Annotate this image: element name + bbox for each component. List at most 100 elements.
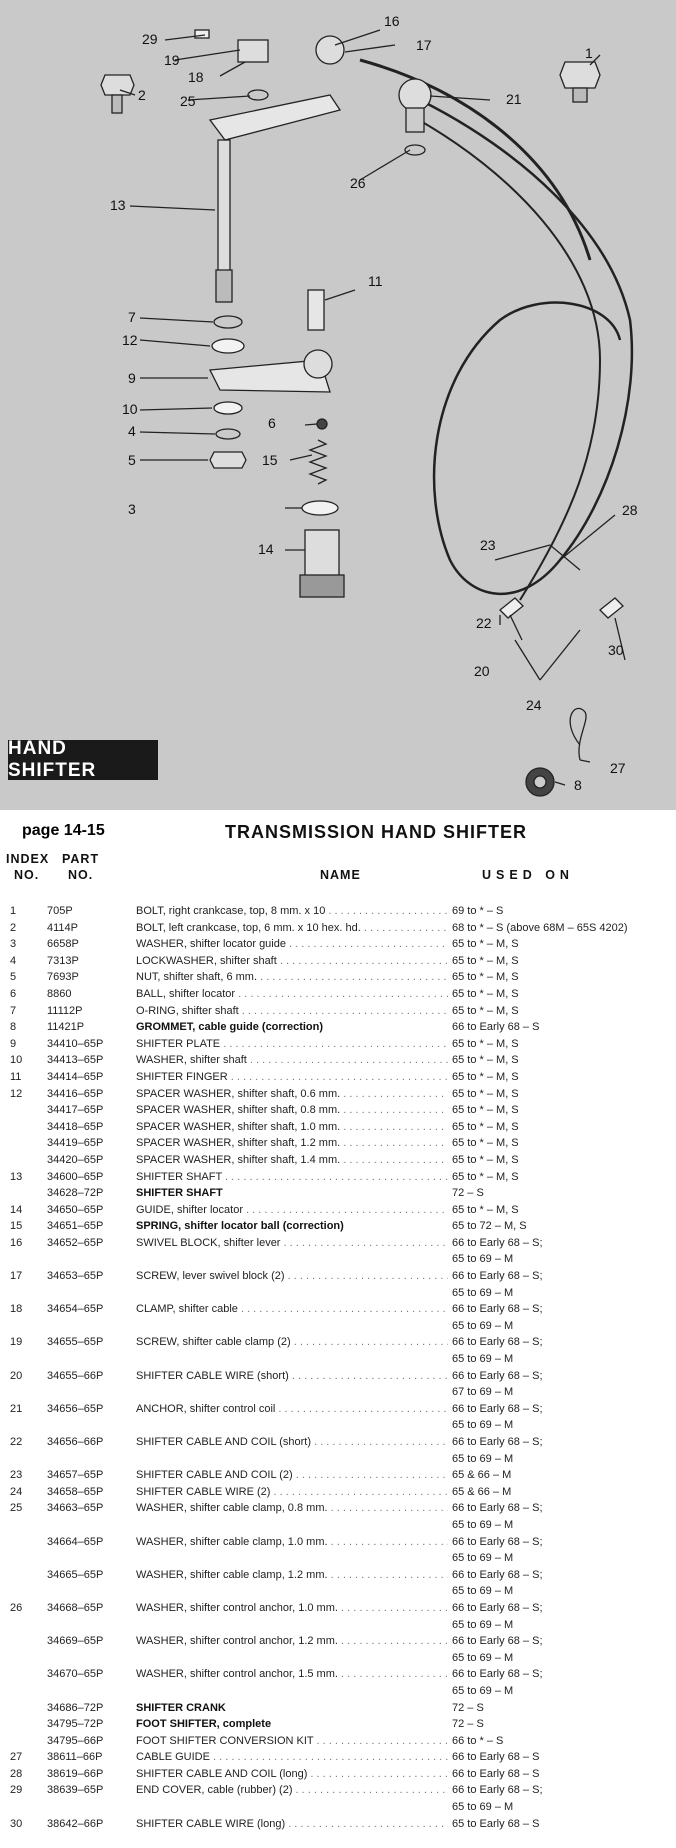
part-number-cell: 8860 <box>47 987 72 1000</box>
index-cell: 18 <box>10 1303 23 1316</box>
part-number-cell: 34665–65P <box>47 1568 104 1581</box>
table-row: 65 to 69 – M <box>0 1251 676 1268</box>
used-on-cell: 66 to Early 68 – S; <box>452 1436 543 1448</box>
index-cell: 25 <box>10 1502 23 1515</box>
header-part-no: NO. <box>68 868 94 882</box>
name-cell: GROMMET, cable guide (correction) <box>136 1021 324 1034</box>
callout-5: 5 <box>128 452 136 468</box>
part-number-cell: 34417–65P <box>47 1104 104 1117</box>
name-cell: BOLT, left crankcase, top, 6 mm. x 10 he… <box>136 922 448 934</box>
index-cell: 24 <box>10 1485 23 1498</box>
used-on-cell: 72 – S <box>452 1701 484 1714</box>
used-on-cell: 66 to Early 68 – S; <box>452 1601 543 1614</box>
name-cell: SPACER WASHER, shifter shaft, 1.4 mm. <box>136 1154 448 1166</box>
used-on-cell: 65 & 66 – M <box>452 1469 512 1482</box>
used-on-cell: 66 to Early 68 – S; <box>452 1502 543 1515</box>
callout-26: 26 <box>350 175 366 191</box>
name-cell: ANCHOR, shifter control coil <box>136 1403 448 1415</box>
index-cell: 28 <box>10 1767 23 1780</box>
document-title: TRANSMISSION HAND SHIFTER <box>225 822 528 842</box>
part-number-cell: 34600–65P <box>47 1170 104 1183</box>
part-number-cell: 34655–65P <box>47 1336 104 1349</box>
name-cell: SHIFTER CABLE WIRE (short) <box>136 1370 448 1382</box>
header-part: PART <box>62 852 100 866</box>
part-number-cell: 34420–65P <box>47 1153 104 1166</box>
callout-19: 19 <box>164 52 180 68</box>
part-number-cell: 34419–65P <box>47 1137 104 1150</box>
part-number-cell: 705P <box>47 905 73 917</box>
callout-7: 7 <box>128 309 136 325</box>
part-number-cell: 34413–65P <box>47 1054 104 1067</box>
part-number-cell: 34653–65P <box>47 1270 104 1283</box>
name-cell: SHIFTER SHAFT <box>136 1187 223 1200</box>
used-on-cell: 65 to 69 – M <box>452 1651 514 1664</box>
part-number-cell: 34670–65P <box>47 1668 104 1681</box>
table-row: 65 to 69 – M <box>0 1451 676 1468</box>
index-cell: 2 <box>10 921 17 934</box>
used-on-cell: 65 to * – M, S <box>452 971 519 984</box>
used-on-cell: 65 to * – M, S <box>452 1104 519 1117</box>
name-cell: FOOT SHIFTER CONVERSION KIT <box>136 1735 448 1747</box>
name-cell: BALL, shifter locator <box>136 988 448 1000</box>
used-on-cell: 65 to * – M, S <box>452 1004 519 1017</box>
callout-3: 3 <box>128 501 136 517</box>
name-cell: WASHER, shifter control anchor, 1.5 mm. <box>136 1668 448 1680</box>
index-cell: 14 <box>10 1203 23 1216</box>
name-cell: CABLE GUIDE <box>136 1751 448 1763</box>
used-on-cell: 65 to * – M, S <box>452 954 519 967</box>
table-row: 65 to 69 – M <box>0 1683 676 1700</box>
name-cell: SHIFTER SHAFT <box>136 1171 448 1183</box>
table-row: 65 to 69 – M <box>0 1650 676 1667</box>
part-number-cell: 34654–65P <box>47 1303 104 1316</box>
used-on-cell: 65 to * – M, S <box>452 938 519 951</box>
name-cell: WASHER, shifter control anchor, 1.2 mm. <box>136 1635 448 1647</box>
index-cell: 16 <box>10 1236 23 1249</box>
callout-9: 9 <box>128 370 136 386</box>
index-cell: 1 <box>10 905 17 917</box>
name-cell: SHIFTER CABLE AND COIL (2) <box>136 1469 448 1481</box>
part-number-cell: 34416–65P <box>47 1087 104 1100</box>
name-cell: END COVER, cable (rubber) (2) <box>136 1784 448 1796</box>
callout-23: 23 <box>480 537 496 553</box>
name-cell: NUT, shifter shaft, 6 mm. <box>136 971 448 983</box>
part-number-cell: 34663–65P <box>47 1502 104 1515</box>
name-cell: WASHER, shifter shaft <box>136 1054 448 1066</box>
index-cell: 3 <box>10 938 17 951</box>
used-on-cell: 66 to Early 68 – S <box>452 1021 540 1034</box>
part-number-cell: 11112P <box>47 1004 83 1017</box>
header-index: INDEX <box>6 852 50 866</box>
part-number-cell: 34656–65P <box>47 1402 104 1415</box>
part-number-cell: 11421P <box>47 1021 85 1034</box>
name-cell: SPRING, shifter locator ball (correction… <box>136 1220 344 1233</box>
table-row: 65 to 69 – M <box>0 1517 676 1534</box>
header-used-on: USED ON <box>482 868 574 882</box>
part-number-cell: 6658P <box>47 938 79 951</box>
used-on-cell: 65 to 69 – M <box>452 1286 514 1299</box>
index-cell: 27 <box>10 1751 23 1764</box>
callout-16: 16 <box>384 13 400 29</box>
used-on-cell: 65 to * – M, S <box>452 1054 519 1067</box>
table-row: 67 to 69 – M <box>0 1384 676 1401</box>
name-cell: SPACER WASHER, shifter shaft, 0.6 mm. <box>136 1088 448 1100</box>
name-cell: SPACER WASHER, shifter shaft, 1.2 mm. <box>136 1137 448 1149</box>
used-on-cell: 65 to 69 – M <box>452 1618 514 1631</box>
used-on-cell: 65 to 69 – M <box>452 1419 514 1432</box>
index-cell: 20 <box>10 1369 23 1382</box>
name-cell: SPACER WASHER, shifter shaft, 1.0 mm. <box>136 1121 448 1133</box>
part-number-cell: 34628–72P <box>47 1187 104 1200</box>
name-cell: WASHER, shifter control anchor, 1.0 mm. <box>136 1602 448 1614</box>
table-row: 34670–65P WASHER, shifter control anchor,… <box>0 1666 676 1683</box>
name-cell: SHIFTER CRANK <box>136 1701 226 1714</box>
